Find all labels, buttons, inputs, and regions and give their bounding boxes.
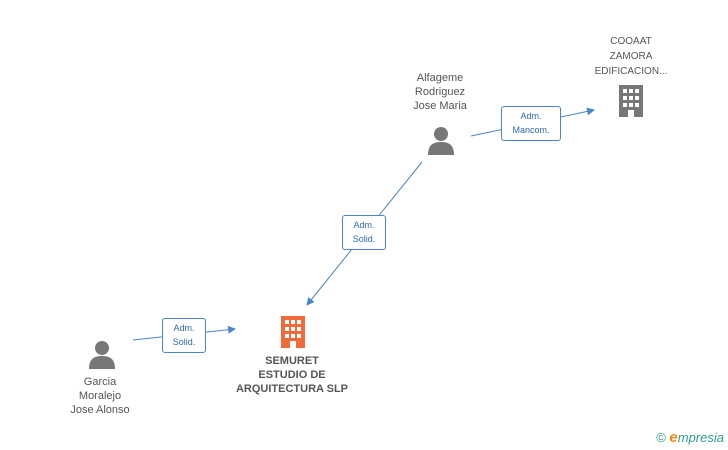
- edge-label-adm-mancom[interactable]: Adm. Mancom.: [501, 106, 561, 141]
- building-icon[interactable]: [615, 84, 647, 118]
- brand-e: e: [669, 429, 678, 446]
- edge-label-adm-solid-garcia[interactable]: Adm. Solid.: [162, 318, 206, 353]
- company-label-semuret[interactable]: SEMURET ESTUDIO DE ARQUITECTURA SLP: [235, 355, 349, 395]
- brand-footer: © empresia: [656, 429, 724, 446]
- person-label-garcia[interactable]: Garcia Moralejo Jose Alonso: [70, 376, 130, 416]
- company-label-cooaat[interactable]: COOAAT ZAMORA EDIFICACION...: [594, 36, 668, 77]
- person-label-alfageme[interactable]: Alfageme Rodriguez Jose Maria: [413, 72, 467, 112]
- edge-label-adm-solid-alfageme[interactable]: Adm. Solid.: [342, 215, 386, 250]
- person-icon[interactable]: [427, 126, 455, 156]
- main-building-icon[interactable]: [277, 315, 309, 349]
- person-icon[interactable]: [88, 340, 116, 370]
- brand-text: mpresia: [677, 430, 724, 445]
- copyright-icon: ©: [656, 430, 666, 445]
